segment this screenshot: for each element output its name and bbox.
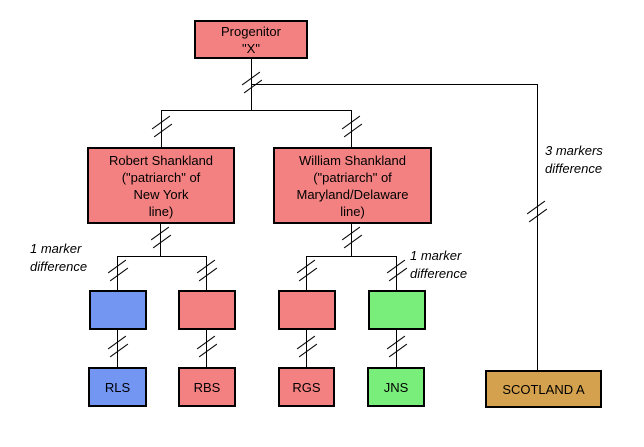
rbs-label: RBS	[193, 379, 221, 395]
annotation-left-marker-difference: 1 marker difference	[30, 240, 87, 276]
break-marks-icon	[195, 262, 219, 282]
break-marks-icon	[195, 338, 219, 358]
rgs-box: RGS	[278, 367, 335, 407]
jns-box: JNS	[367, 367, 425, 407]
break-marks-icon	[240, 74, 264, 94]
william-label-line: William Shankland	[299, 152, 406, 168]
connector-line-william-split	[307, 256, 397, 257]
robert-label-line: New York	[133, 186, 189, 202]
break-marks-icon	[106, 262, 130, 282]
progenitor-box: Progenitor "X"	[194, 20, 308, 59]
william-label-line: Maryland/Delaware	[296, 186, 409, 202]
annotation-right-marker-difference: 1 marker difference	[410, 247, 467, 283]
break-marks-icon	[295, 262, 319, 282]
connector-line-to-scotland	[251, 84, 538, 85]
scotland-a-box: SCOTLAND A	[485, 370, 602, 408]
annotation-scotland-markers-difference: 3 markers difference	[545, 142, 603, 178]
break-marks-icon	[149, 229, 173, 249]
scotland-a-label: SCOTLAND A	[502, 381, 585, 397]
break-marks-icon	[340, 118, 364, 138]
robert-label-line: Robert Shankland	[108, 152, 214, 168]
annotation-line: difference	[30, 259, 88, 274]
break-marks-icon	[525, 203, 549, 223]
william-shankland-box: William Shankland ("patriarch" of Maryla…	[273, 147, 432, 224]
annotation-line: 1 marker	[30, 241, 82, 256]
break-marks-icon	[150, 118, 174, 138]
intermediate-box-green	[368, 290, 426, 330]
rls-label: RLS	[104, 379, 131, 395]
robert-label-line: ("patriarch" of	[121, 169, 201, 185]
break-marks-icon	[295, 338, 319, 358]
annotation-line: difference	[545, 161, 603, 176]
break-marks-icon	[106, 338, 130, 358]
jns-label: JNS	[383, 379, 409, 395]
connector-line-scotland-down	[537, 84, 538, 370]
progenitor-label: Progenitor	[221, 23, 281, 39]
rgs-label: RGS	[292, 379, 321, 395]
intermediate-box-red-1	[178, 290, 236, 330]
robert-label-line: line)	[148, 203, 174, 219]
connector-line-main-split	[162, 110, 352, 111]
break-marks-icon	[385, 262, 409, 282]
rls-box: RLS	[88, 367, 147, 407]
intermediate-box-blue	[89, 290, 147, 330]
annotation-line: 1 marker	[410, 248, 462, 263]
annotation-line: difference	[410, 266, 468, 281]
rbs-box: RBS	[178, 367, 236, 407]
break-marks-icon	[385, 338, 409, 358]
william-label-line: line)	[340, 203, 365, 219]
annotation-line: 3 markers	[545, 143, 603, 158]
william-label-line: ("patriarch" of	[313, 169, 392, 185]
connector-line-robert-split	[117, 256, 207, 257]
intermediate-box-red-2	[278, 290, 336, 330]
break-marks-icon	[340, 229, 364, 249]
robert-shankland-box: Robert Shankland ("patriarch" of New Yor…	[87, 147, 235, 224]
progenitor-sublabel: "X"	[242, 40, 260, 56]
